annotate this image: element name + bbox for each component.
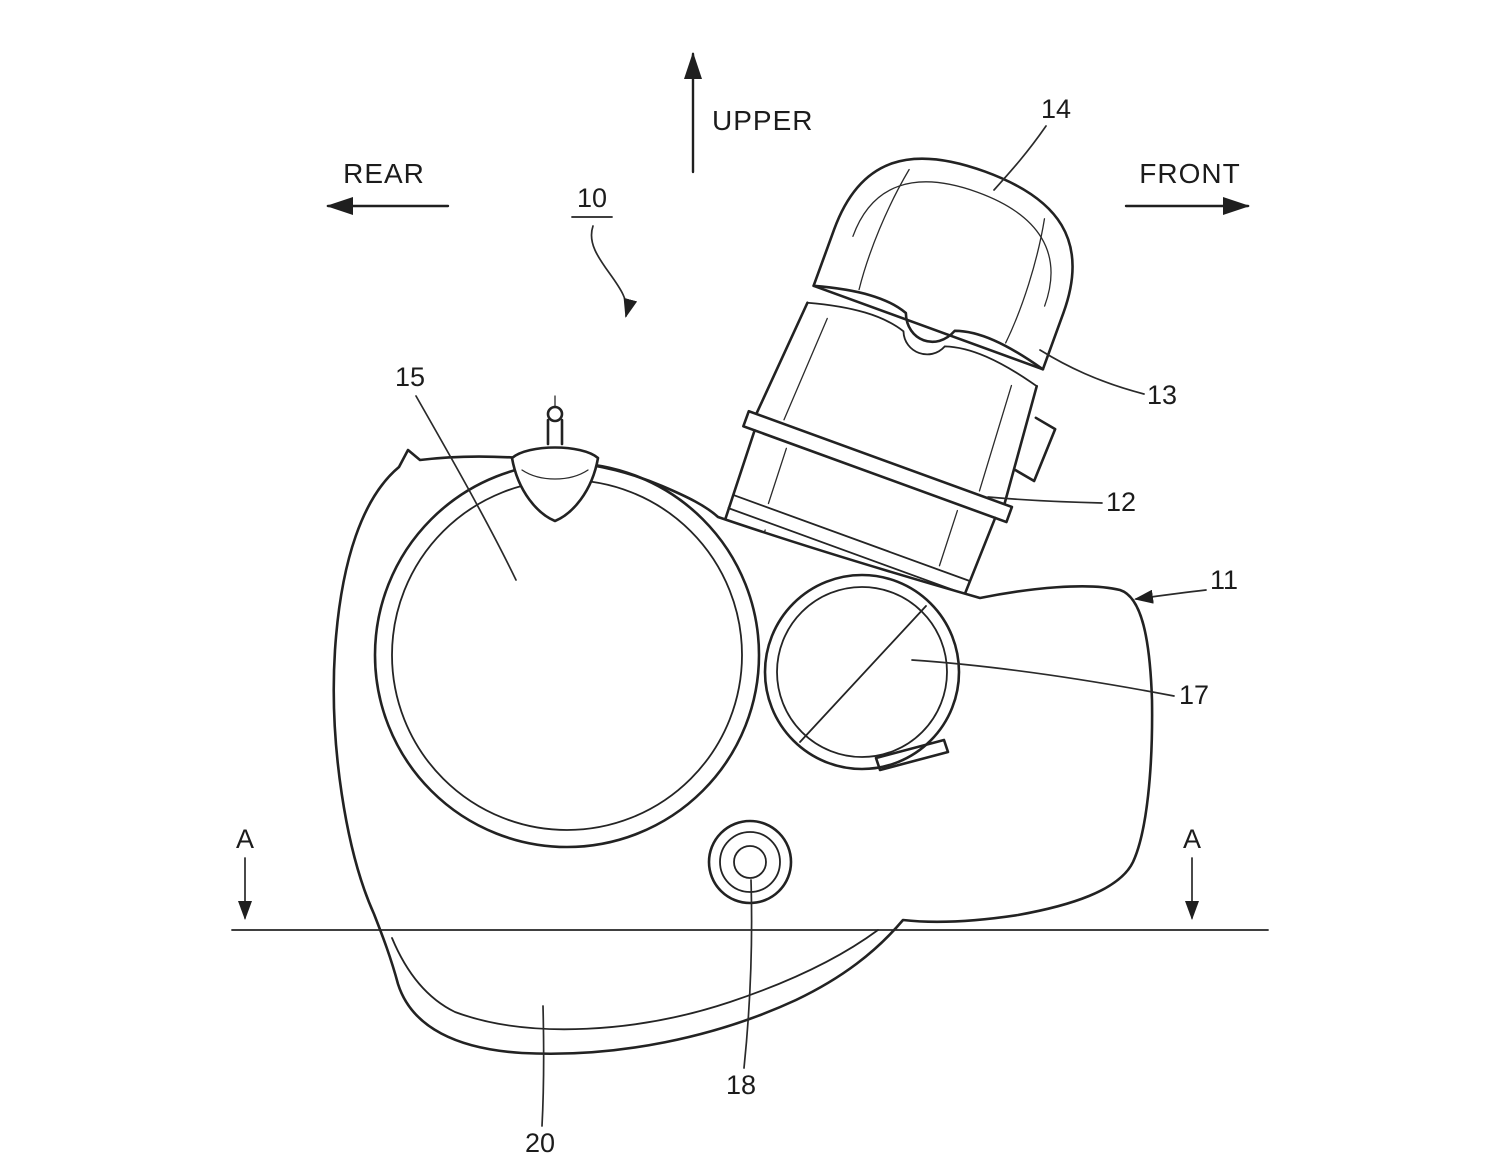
head-right-edge: [1003, 384, 1039, 506]
leader-15: [415, 395, 517, 581]
cover-head-joint-lower: [806, 301, 1038, 388]
leader-12: [987, 496, 1103, 504]
plug-circle-outer: [707, 819, 793, 905]
boss-circle-outer-17: [763, 573, 961, 771]
label-11: 11: [1210, 565, 1238, 595]
leader-11: [1134, 589, 1207, 604]
label-12: 12: [1106, 487, 1136, 517]
filler-cap: [510, 395, 600, 523]
label-15: 15: [395, 362, 425, 392]
cover-head-joint-upper: [812, 284, 1045, 371]
oil-pan-inner-line-20: [391, 929, 879, 1031]
oil-plug-18: [707, 819, 793, 905]
head-cover-14: [812, 157, 1074, 371]
orientation-arrows: UPPER REAR FRONT: [326, 52, 1250, 215]
label-14: 14: [1041, 94, 1071, 124]
cap-body: [510, 446, 600, 523]
cap-stem: [546, 418, 564, 446]
plug-circle-inner: [733, 845, 767, 879]
boss-circle-inner-17: [776, 586, 948, 758]
section-label-left: A: [236, 824, 254, 854]
crankcase-outline-11: [332, 448, 1154, 1056]
cylinder-assembly: [711, 157, 1074, 642]
head-left-edge: [755, 301, 809, 416]
leader-14: [993, 125, 1047, 191]
cover-face-line-left: [858, 168, 910, 291]
head-face-line-right: [978, 384, 1013, 492]
label-20: 20: [525, 1128, 555, 1158]
section-label-right: A: [1183, 824, 1201, 854]
boss-diagonal-line: [799, 605, 927, 743]
leader-17: [911, 659, 1175, 697]
label-10: 10: [577, 183, 607, 213]
leader-20: [541, 1005, 545, 1127]
boss-tab: [874, 738, 950, 772]
label-17: 17: [1179, 680, 1209, 710]
leader-18: [743, 879, 753, 1069]
leader-10: [590, 225, 638, 318]
head-side-boss: [1013, 416, 1057, 483]
block-joint-line-2: [727, 507, 967, 596]
cap-body-line: [521, 469, 589, 480]
leader-13: [1039, 349, 1145, 395]
cap-knob: [546, 405, 564, 423]
upper-label: UPPER: [712, 105, 813, 136]
block-face-line-1: [767, 447, 788, 505]
bearing-boss-17: [763, 573, 961, 772]
block-face-line-2: [938, 509, 959, 567]
reference-labels: 10 14 13 12 11 17 15 18 20: [395, 94, 1238, 1158]
rear-label: REAR: [343, 158, 425, 189]
section-line-group: A A: [231, 824, 1269, 931]
cover-face-line-right: [1004, 218, 1046, 344]
label-18: 18: [726, 1070, 756, 1100]
label-13: 13: [1147, 380, 1177, 410]
plug-circle-mid: [719, 831, 781, 893]
head-cover-inner-dome: [852, 181, 1052, 307]
front-label: FRONT: [1139, 158, 1240, 189]
head-base-flange: [742, 409, 1014, 524]
head-face-line-left: [783, 317, 828, 421]
block-joint-line-1: [732, 494, 971, 583]
